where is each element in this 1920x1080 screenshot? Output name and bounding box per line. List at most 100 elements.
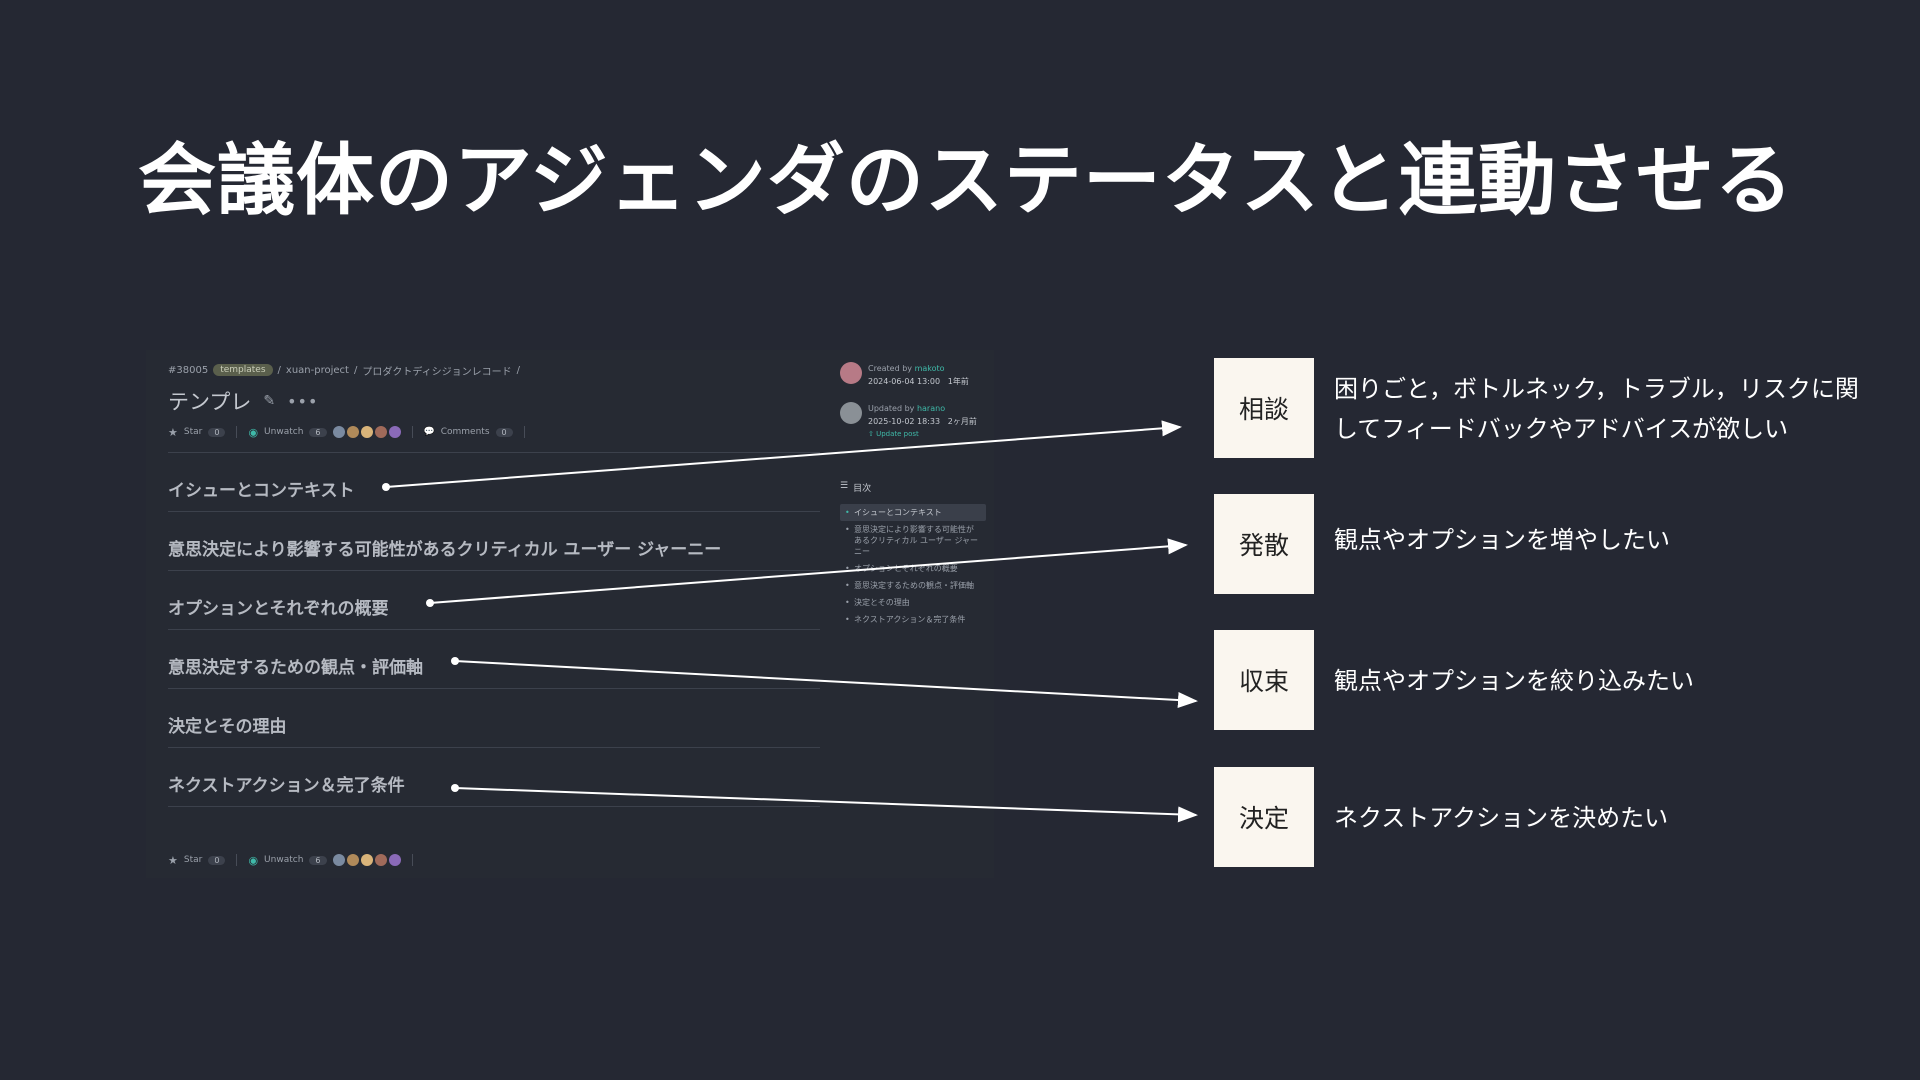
created-label: Created by [868,364,913,373]
avatar[interactable] [346,854,359,866]
eye-icon[interactable]: ◉ [248,425,259,439]
toc-item[interactable]: 決定とその理由 [840,594,986,611]
watcher-avatars [332,854,401,866]
updated-ago: 2ヶ月前 [947,417,977,426]
toc-header: ☰ 目次 [840,481,986,494]
unwatch-label[interactable]: Unwatch [264,855,304,865]
page-heading: テンプレ ✎ ••• [168,386,820,416]
status-desc-consult: 困りごと，ボトルネック，トラブル，リスクに関 してフィードバックやアドバイスが欲… [1334,369,1859,449]
list-icon: ☰ [840,481,849,491]
section-heading[interactable]: イシューとコンテキスト [168,453,820,512]
avatar[interactable] [840,402,862,424]
eye-icon[interactable]: ◉ [248,853,259,867]
avatar[interactable] [374,854,387,866]
breadcrumb-separator: / [516,364,521,376]
content-divider [168,452,820,453]
upload-icon: ⇧ [868,430,874,438]
created-date: 2024-06-04 13:00 [868,377,941,386]
update-post-label: Update post [876,430,919,438]
toc-item[interactable]: ネクストアクション＆完了条件 [840,611,986,628]
section-heading[interactable]: 意思決定するための観点・評価軸 [168,630,820,689]
section-list: イシューとコンテキスト 意思決定により影響する可能性があるクリティカル ユーザー… [168,453,820,807]
desc-line: してフィードバックやアドバイスが欲しい [1334,415,1789,443]
arrow-diverge [429,538,1188,604]
tag-badge[interactable]: templates [213,364,273,376]
unwatch-count: 6 [309,855,327,865]
divider [411,426,413,438]
pencil-icon[interactable]: ✎ [263,393,276,409]
update-post-link[interactable]: ⇧ Update post [868,428,977,441]
page-title: テンプレ [168,390,252,414]
toc-item[interactable]: オプションとそれぞれの概要 [840,560,986,577]
desc-line: 困りごと，ボトルネック，トラブル，リスクに関 [1334,375,1859,403]
breadcrumb-project[interactable]: xuan-project [285,364,349,376]
comments-label[interactable]: Comments [440,427,490,437]
section-heading[interactable]: オプションとそれぞれの概要 [168,571,820,630]
star-label[interactable]: Star [183,855,203,865]
avatar[interactable] [332,854,345,866]
arrow-converge [454,660,1198,709]
section-heading[interactable]: 意思決定により影響する可能性があるクリティカル ユーザー ジャーニー [168,512,820,571]
created-user[interactable]: makoto [914,364,945,373]
toc-item[interactable]: 意思決定により影響する可能性があるクリティカル ユーザー ジャーニー [840,521,986,560]
avatar[interactable] [374,426,387,438]
avatar[interactable] [346,426,359,438]
updated-date: 2025-10-02 18:33 [868,417,941,426]
avatar[interactable] [388,426,401,438]
status-box-consult: 相談 [1214,358,1314,458]
breadcrumb: #38005 templates / xuan-project / プロダクトデ… [168,362,820,378]
divider [523,426,525,438]
updated-meta: Updated by harano 2025-10-02 18:33 2ヶ月前 … [868,402,977,441]
divider [236,426,238,438]
status-desc-converge: 観点やオプションを絞り込みたい [1334,667,1694,695]
status-desc-diverge: 観点やオプションを増やしたい [1334,526,1670,554]
updated-user[interactable]: harano [916,404,946,413]
avatar[interactable] [388,854,401,866]
status-box-diverge: 発散 [1214,494,1314,594]
action-bar: ★ Star 0 ◉ Unwatch 6 💬 Comments 0 [168,424,820,440]
star-label[interactable]: Star [183,427,203,437]
more-icon[interactable]: ••• [287,391,319,411]
star-count: 0 [208,855,226,865]
unwatch-label[interactable]: Unwatch [264,427,304,437]
watcher-avatars [332,426,401,438]
toc-heading: 目次 [853,484,872,494]
status-box-converge: 収束 [1214,630,1314,730]
created-ago: 1年前 [947,377,969,386]
post-id[interactable]: #38005 [168,364,209,376]
main-column: #38005 templates / xuan-project / プロダクトデ… [168,362,820,807]
sidebar: Created by makoto 2024-06-04 13:00 1年前 U… [840,362,986,628]
created-meta: Created by makoto 2024-06-04 13:00 1年前 [868,362,969,388]
bottom-action-bar: ★ Star 0 ◉ Unwatch 6 [168,852,418,868]
comments-count: 0 [495,427,513,437]
divider [236,854,238,866]
status-box-decide: 決定 [1214,767,1314,867]
star-icon[interactable]: ★ [168,853,178,867]
section-heading[interactable]: ネクストアクション＆完了条件 [168,748,820,807]
arrow-consult [385,420,1182,488]
avatar[interactable] [840,362,862,384]
slide-title: 会議体のアジェンダのステータスと連動させる [138,136,1794,226]
breadcrumb-separator: / [353,364,358,376]
star-icon[interactable]: ★ [168,425,178,439]
toc-item[interactable]: 意思決定するための観点・評価軸 [840,577,986,594]
avatar[interactable] [360,854,373,866]
unwatch-count: 6 [309,427,327,437]
star-count: 0 [208,427,226,437]
divider [411,854,413,866]
avatar[interactable] [360,426,373,438]
breadcrumb-separator: / [277,364,281,376]
breadcrumb-folder[interactable]: プロダクトディシジョンレコード [362,366,512,378]
toc-item[interactable]: イシューとコンテキスト [840,504,986,521]
section-heading[interactable]: 決定とその理由 [168,689,820,748]
status-desc-decide: ネクストアクションを決めたい [1334,804,1669,832]
avatar[interactable] [332,426,345,438]
created-info: Created by makoto 2024-06-04 13:00 1年前 [840,362,986,388]
table-of-contents: イシューとコンテキスト 意思決定により影響する可能性があるクリティカル ユーザー… [840,504,986,628]
arrow-decide [454,787,1198,823]
updated-info: Updated by harano 2025-10-02 18:33 2ヶ月前 … [840,402,986,441]
updated-label: Updated by [868,404,915,413]
embedded-screenshot: #38005 templates / xuan-project / プロダクトデ… [146,350,994,878]
comments-icon[interactable]: 💬 [423,427,435,437]
